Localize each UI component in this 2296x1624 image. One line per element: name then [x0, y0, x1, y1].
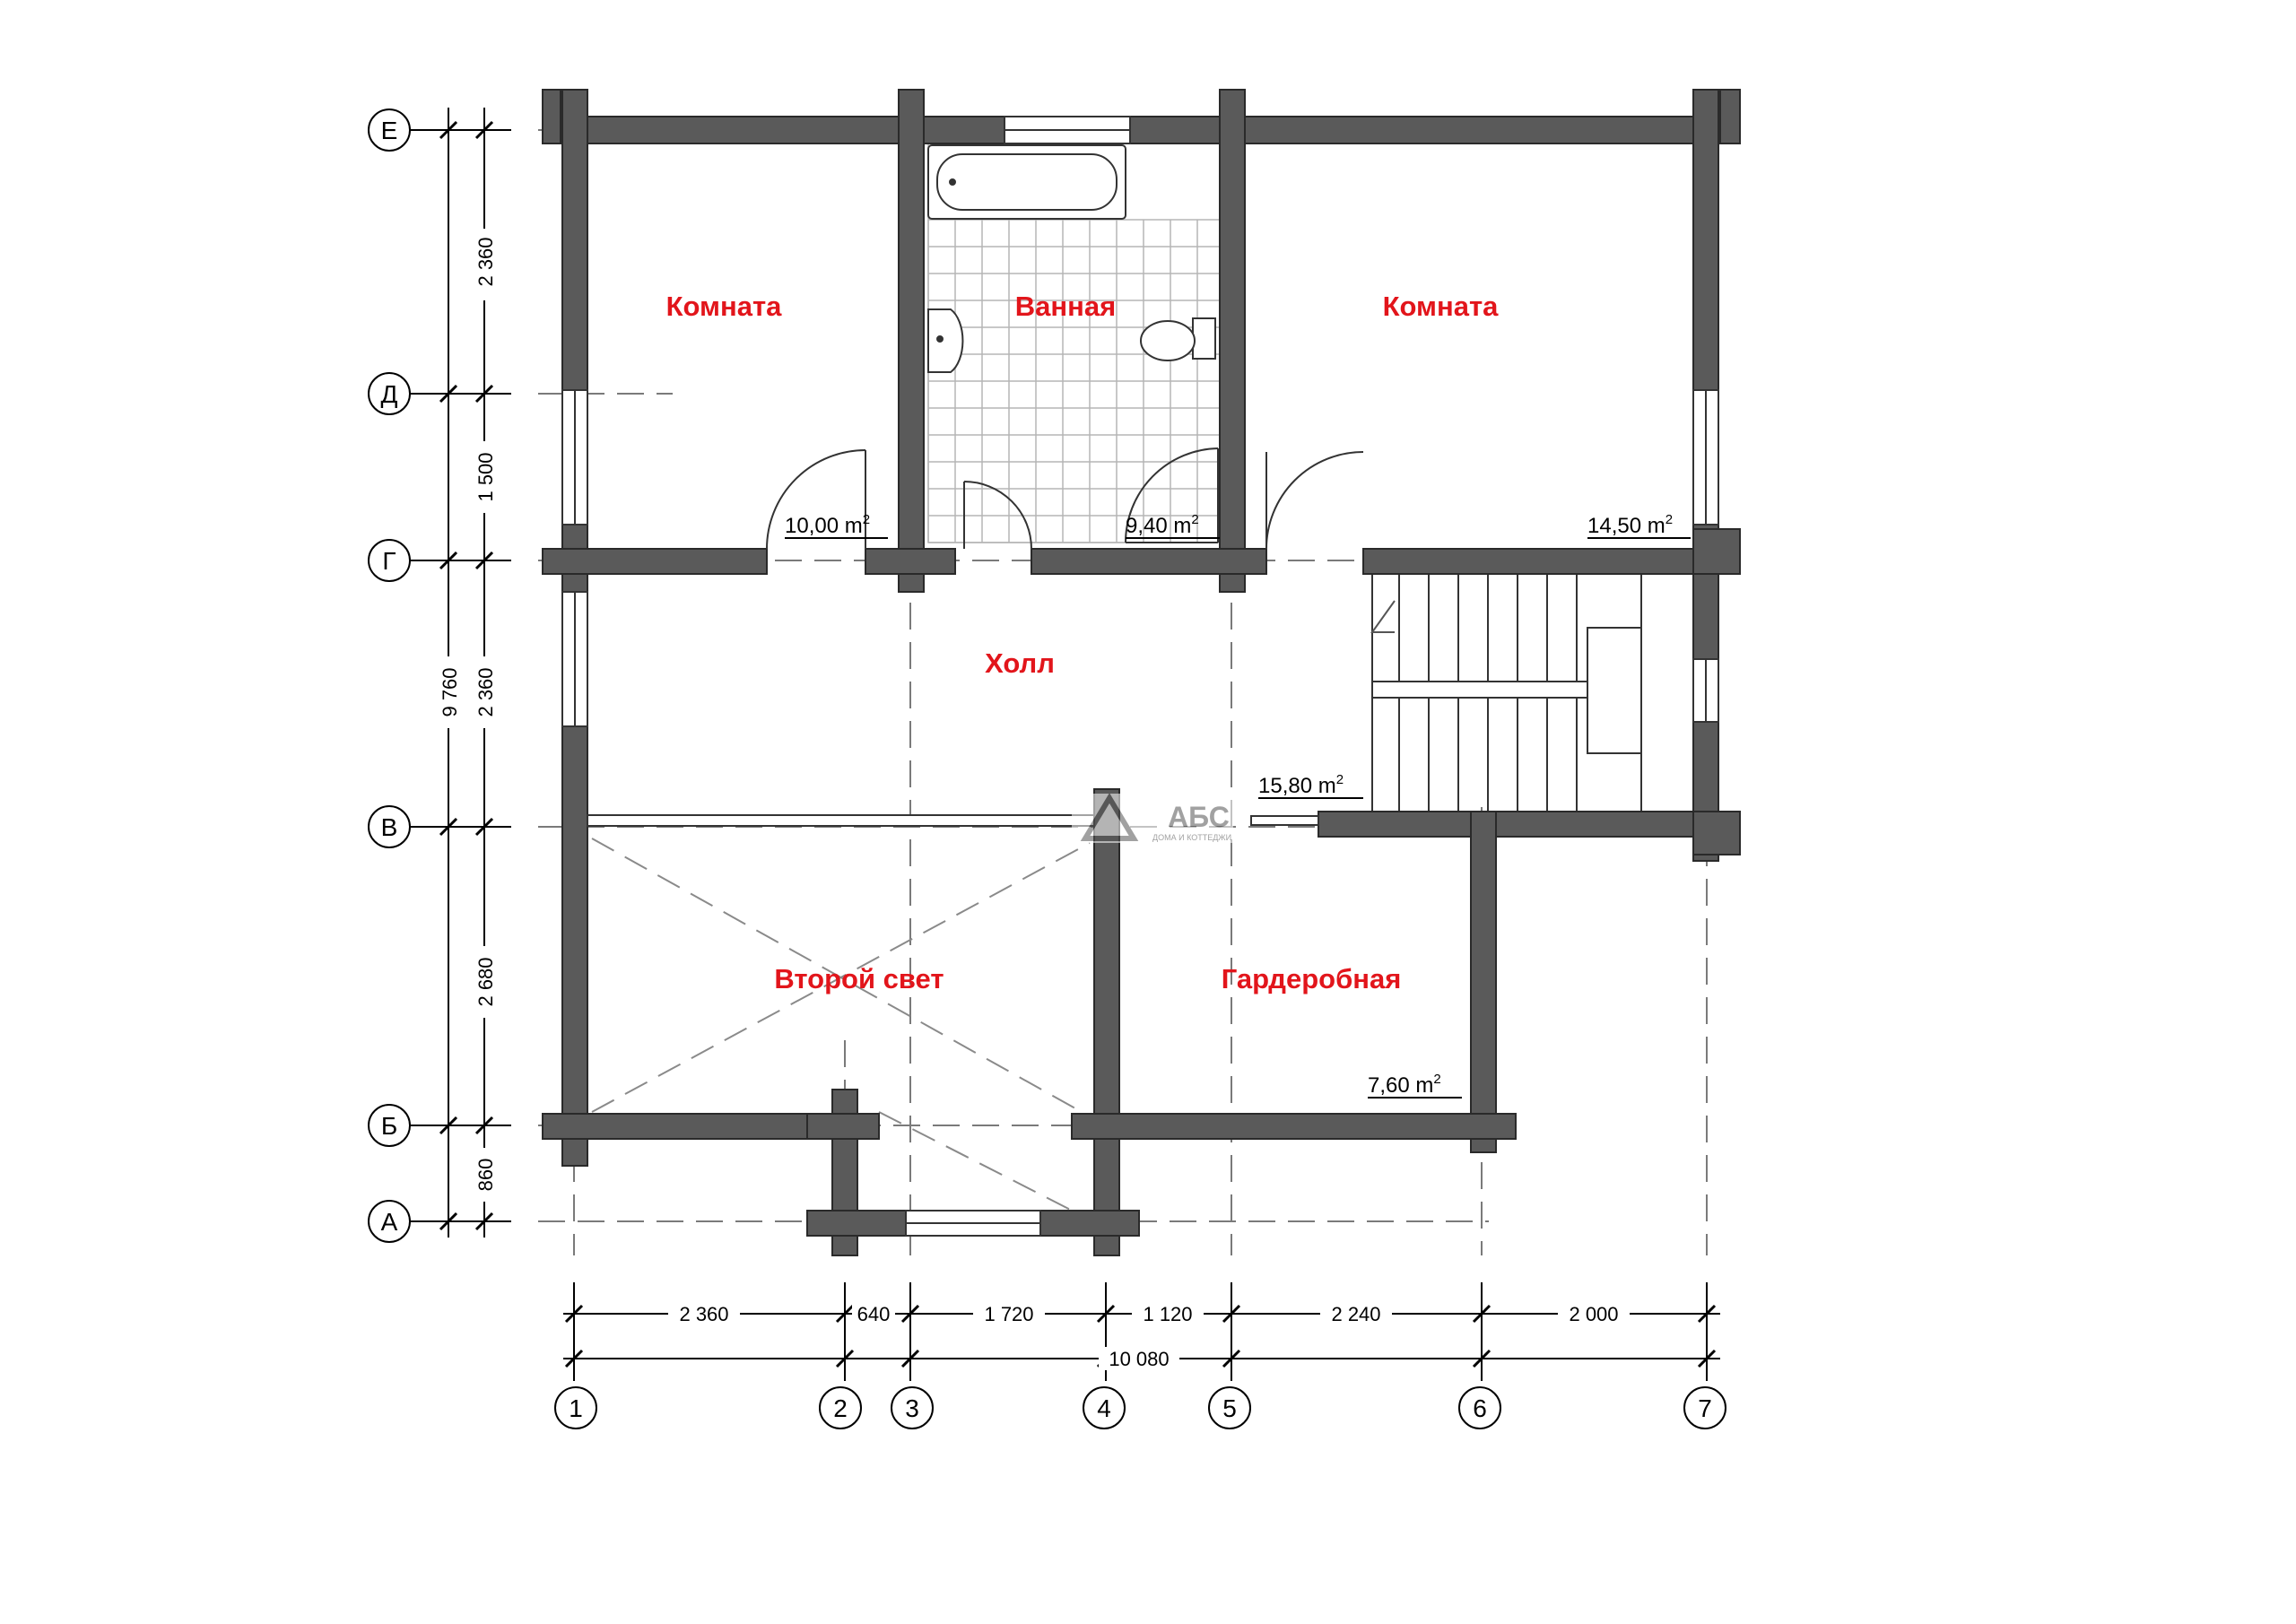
- axis-row-D: [368, 372, 411, 415]
- area-wardrobe: 7,60 m2: [1368, 1072, 1441, 1098]
- dim-horizontal: 1 120: [1143, 1303, 1192, 1325]
- room-name-room-right: Комната: [1383, 291, 1500, 322]
- sink-icon: [927, 308, 964, 373]
- row-axis-labels: Е Д Г В Б А: [381, 117, 398, 1236]
- axis-row-V: [368, 805, 411, 848]
- room-name-hall: Холл: [985, 647, 1055, 679]
- room-name-room-left: Комната: [666, 291, 783, 322]
- dim-horizontal-total: 10 080: [1109, 1348, 1169, 1370]
- row-axis-markers: [368, 109, 448, 1243]
- room-areas: 10,00 m2 9,40 m2 14,50 m2 15,80 m2 7,60 …: [785, 512, 1691, 1099]
- axis-row-label: Б: [381, 1112, 397, 1140]
- axis-col-3: [891, 1386, 934, 1429]
- dim-horizontal: 2 240: [1331, 1303, 1380, 1325]
- horizontal-dimension-labels: 2 360 640 1 720 1 120 2 240 2 000 10 080: [668, 1302, 1630, 1370]
- company-logo: АБС ДОМА И КОТТЕДЖИ: [1072, 793, 1233, 843]
- area-room-left: 10,00 m2: [785, 512, 870, 538]
- windows: [561, 116, 1719, 1237]
- col-axis-markers: [554, 1386, 1726, 1429]
- house-logo-icon: [1080, 793, 1139, 841]
- svg-text:ДОМА И КОТТЕДЖИ: ДОМА И КОТТЕДЖИ: [1152, 833, 1231, 842]
- axis-col-label: 7: [1698, 1394, 1712, 1422]
- toilet-icon: [1140, 317, 1216, 361]
- void-cross: [591, 838, 1091, 1220]
- axis-col-5: [1208, 1386, 1251, 1429]
- staircase: [1370, 573, 1642, 817]
- dim-vertical: 2 680: [474, 957, 497, 1006]
- axis-col-label: 1: [569, 1394, 583, 1422]
- vertical-dimension-labels: 2 360 1 500 2 360 2 680 860 9 760: [436, 229, 497, 1202]
- axis-row-label: А: [381, 1208, 398, 1236]
- axis-row-label: Е: [381, 117, 398, 144]
- room-name-second-light: Второй свет: [774, 963, 944, 994]
- room-names: Комната Ванная Комната Холл Второй свет …: [666, 291, 1500, 994]
- dim-horizontal: 1 720: [984, 1303, 1033, 1325]
- col-axis-labels: 1 2 3 4 5 6 7: [569, 1394, 1712, 1422]
- axis-row-label: В: [381, 813, 398, 841]
- axis-col-2: [819, 1386, 862, 1429]
- dim-vertical: 2 360: [474, 667, 497, 716]
- room-name-wardrobe: Гардеробная: [1222, 963, 1402, 994]
- area-bathroom: 9,40 m2: [1126, 512, 1199, 538]
- axis-row-label: Д: [381, 380, 398, 408]
- area-hall: 15,80 m2: [1258, 772, 1344, 798]
- axis-col-label: 5: [1222, 1394, 1237, 1422]
- room-name-bathroom: Ванная: [1015, 291, 1116, 322]
- dim-horizontal: 2 000: [1569, 1303, 1618, 1325]
- dim-vertical: 1 500: [474, 452, 497, 501]
- axis-col-7: [1683, 1386, 1726, 1429]
- axis-row-B: [368, 1104, 411, 1147]
- axis-row-label: Г: [382, 547, 396, 575]
- dim-vertical: 2 360: [474, 237, 497, 286]
- dim-horizontal: 2 360: [679, 1303, 728, 1325]
- axis-col-label: 4: [1097, 1394, 1111, 1422]
- axis-col-4: [1083, 1386, 1126, 1429]
- svg-text:АБС: АБС: [1168, 801, 1230, 833]
- dim-vertical-total: 9 760: [439, 667, 461, 716]
- dim-horizontal: 640: [857, 1303, 891, 1325]
- axis-col-label: 2: [833, 1394, 848, 1422]
- axis-col-1: [554, 1386, 597, 1429]
- axis-col-label: 3: [905, 1394, 919, 1422]
- axis-col-label: 6: [1473, 1394, 1487, 1422]
- doors: [766, 449, 1364, 550]
- shower: [1125, 447, 1219, 543]
- axis-row-A: [368, 1200, 411, 1243]
- area-room-right: 14,50 m2: [1587, 512, 1673, 538]
- walls: [542, 89, 1741, 1256]
- axis-col-6: [1458, 1386, 1501, 1429]
- dim-vertical: 860: [474, 1159, 497, 1192]
- bathtub-icon: [927, 144, 1126, 220]
- axis-row-G: [368, 539, 411, 582]
